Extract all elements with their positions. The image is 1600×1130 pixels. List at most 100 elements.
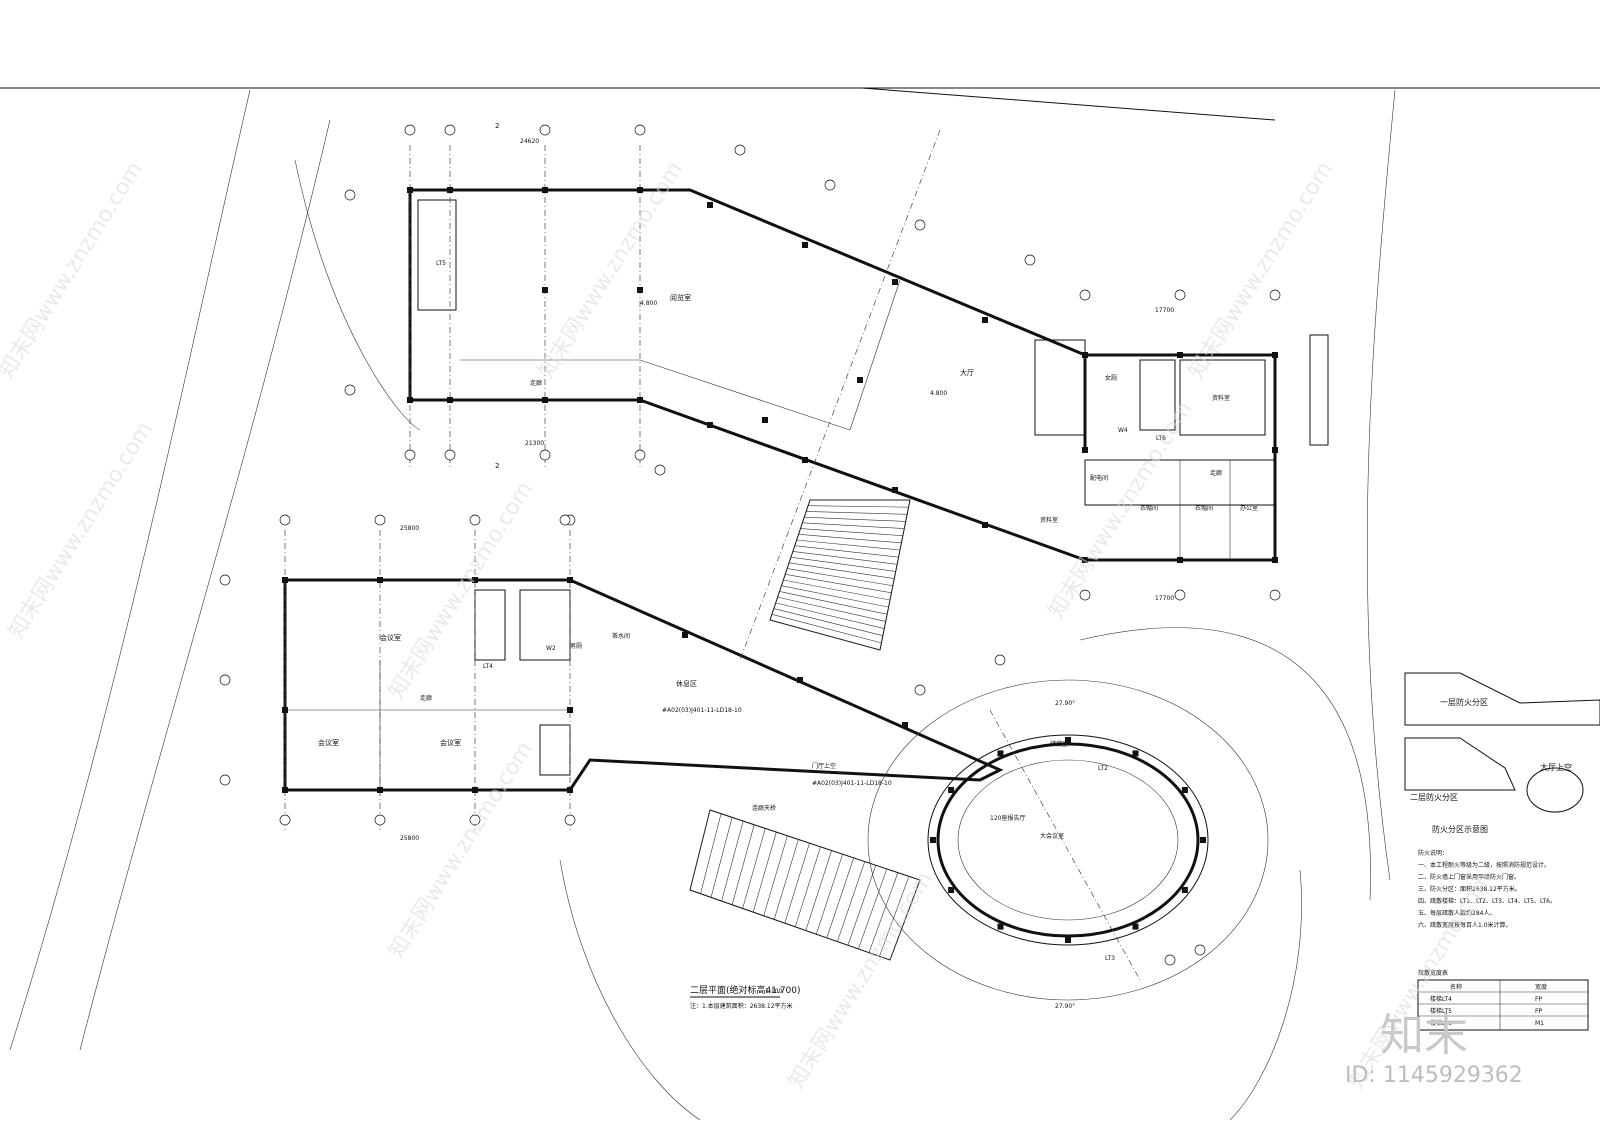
drawing-title: 二层平面(绝对标高41.700) — [690, 984, 801, 996]
seating-label: 120座报告厅 — [990, 814, 1025, 822]
room-big-meeting: 大会议室 — [1040, 832, 1064, 840]
table-h2: 宽度 — [1535, 983, 1547, 991]
stair-tread — [789, 562, 895, 579]
axis-bubble — [1174, 589, 1186, 601]
note-3: 三、防火分区：面积2638.12平方米。 — [1418, 885, 1521, 893]
auditorium-column — [1065, 937, 1071, 943]
column — [1082, 352, 1088, 358]
auditorium-column — [948, 887, 955, 893]
room-toilet-f: 女厕 — [1105, 374, 1117, 382]
stair-lt4 — [474, 589, 506, 661]
dim-circle-bottom: 27.90° — [1055, 1003, 1075, 1010]
partition-line — [849, 279, 901, 431]
auditorium-column — [1181, 887, 1188, 893]
column — [1272, 447, 1278, 453]
room-corridor3: 走廊 — [420, 694, 432, 702]
stair-tread — [790, 556, 896, 572]
note-5: 五、每层疏散人数约284人。 — [1418, 909, 1495, 917]
room-archive1: 资料室 — [1212, 394, 1230, 402]
column — [902, 722, 908, 728]
area-note: 注：1.本层建筑面积：2638.12平方米 — [690, 1002, 793, 1010]
axis-bubble — [469, 514, 481, 526]
axis-bubble — [564, 814, 576, 826]
axis-bubble — [344, 384, 356, 396]
column — [762, 417, 768, 423]
room-bridge: 连廊天桥 — [752, 804, 776, 812]
bridge-rib — [805, 850, 832, 931]
core-elevators — [1034, 339, 1086, 436]
axis-bubble — [734, 144, 746, 156]
room-wardrobe2: 衣帽间 — [1195, 504, 1213, 512]
stair-tread — [806, 511, 908, 515]
toilet-block — [519, 589, 571, 661]
axis-bubble — [1079, 589, 1091, 601]
bridge-rib — [784, 843, 810, 924]
column — [1272, 352, 1278, 358]
axis-bubble — [279, 514, 291, 526]
axis-bubble — [634, 449, 646, 461]
column — [637, 187, 643, 193]
stair-tread — [808, 505, 909, 508]
column — [1177, 352, 1183, 358]
axis-bubble — [404, 124, 416, 136]
column — [377, 787, 383, 793]
archive-room-box — [1179, 359, 1266, 436]
room-meeting2: 会议室 — [318, 738, 339, 747]
table-h1: 名称 — [1450, 983, 1462, 991]
table-title: 疏散宽度表 — [1418, 969, 1448, 977]
column — [982, 522, 988, 528]
column — [707, 422, 713, 428]
auditorium-column — [930, 837, 936, 843]
note-1: 一、本工程耐火等级为二级，按照消防规范设计。 — [1418, 861, 1550, 869]
road-curve-left — [9, 89, 251, 1051]
watermark-1: 知末网www.znzmo.com — [0, 158, 148, 384]
fire-zone-legend: 一层防火分区 二层防火分区 大厅上空 防火分区示意图 — [1404, 672, 1600, 834]
stair-tread — [798, 533, 902, 544]
bridge-rib — [721, 820, 744, 902]
axis-bubble — [1194, 944, 1206, 956]
column — [282, 577, 288, 583]
column — [377, 577, 383, 583]
stair-tread — [771, 613, 882, 644]
legend-zone2: 二层防火分区 — [1410, 792, 1458, 802]
axis-bubble — [1164, 954, 1176, 966]
stair-tread — [796, 539, 901, 551]
building-b-wall — [283, 578, 1004, 792]
detail-ref-2: #A02(03)J401-11-LD18-10 — [812, 780, 892, 787]
elev-mark-1: 4.800 — [640, 300, 657, 307]
room-tea: 茶水间 — [612, 632, 630, 640]
detail-ref-1: #A02(03)J401-11-LD18-10 — [662, 707, 742, 714]
stair-tread — [792, 551, 898, 565]
bridge-rib — [847, 865, 877, 946]
bridge-rib — [889, 879, 921, 961]
auditorium-column — [997, 750, 1004, 757]
column — [282, 787, 288, 793]
dim-left-total: 25800 — [400, 525, 419, 532]
room-corridor1: 走廊 — [530, 379, 542, 387]
room-reading: 阅览室 — [670, 293, 691, 302]
room-meeting1: 会议室 — [380, 633, 401, 642]
label-lt6: LT6 — [1156, 435, 1166, 442]
watermark-4: 知末网www.znzmo.com — [384, 478, 538, 704]
auditorium-column — [1181, 787, 1188, 793]
column — [567, 577, 573, 583]
column — [447, 187, 453, 193]
axis-bubble — [404, 449, 416, 461]
stair-tread — [779, 591, 888, 615]
auditorium-column — [948, 787, 955, 793]
bridge-rib — [868, 872, 899, 953]
auditorium-column — [1065, 737, 1071, 743]
table-r2c2: FP — [1535, 1008, 1542, 1015]
axis-bubble — [374, 814, 386, 826]
axis-bubble — [914, 684, 926, 696]
table-r1c2: FP — [1535, 996, 1542, 1003]
stair-tread — [785, 573, 892, 594]
watermark-id: ID: 1145929362 — [1345, 1063, 1523, 1088]
table-r3c1: 楼梯LT6 — [1430, 1019, 1452, 1027]
column — [797, 677, 803, 683]
column — [567, 707, 573, 713]
auditorium-inner-wall — [936, 742, 1200, 938]
column — [1272, 557, 1278, 563]
axis-bubble — [374, 514, 386, 526]
column — [682, 632, 688, 638]
